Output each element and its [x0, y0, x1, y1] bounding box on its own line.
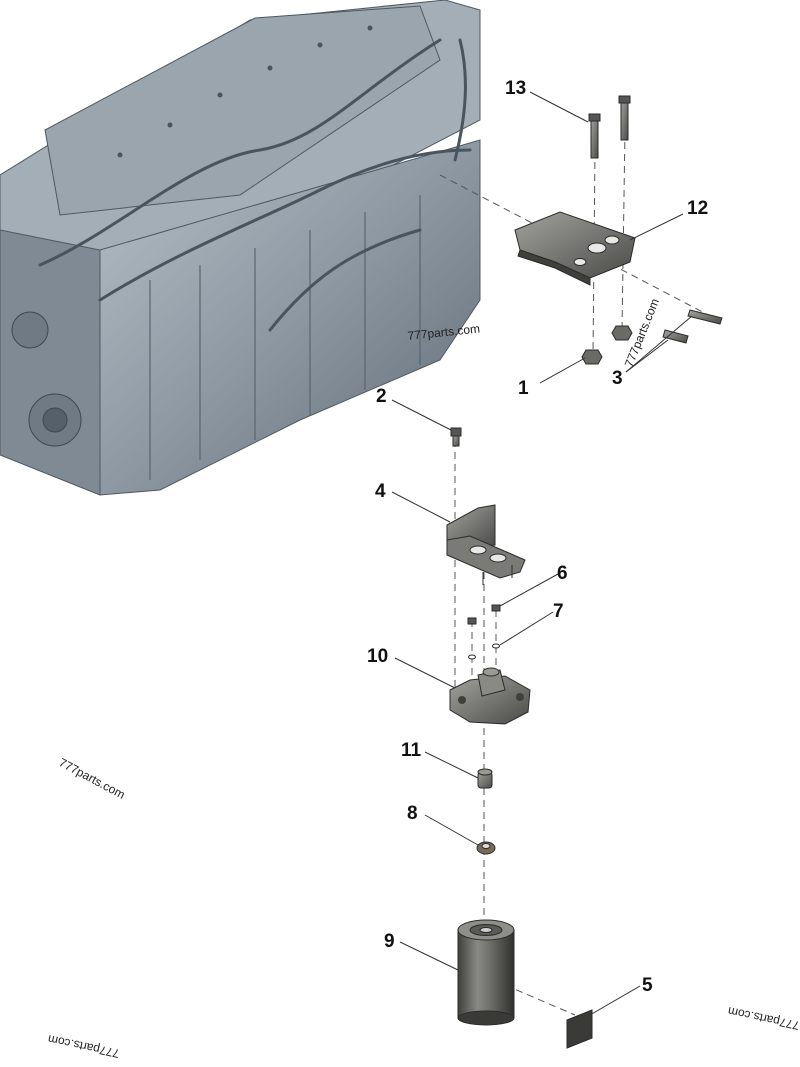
- callout-3: 3: [612, 368, 623, 389]
- part-9-filter: [457, 919, 515, 1026]
- part-3-bolts: [662, 309, 723, 344]
- part-2-bolt: [450, 427, 462, 447]
- callout-8: 8: [407, 803, 418, 824]
- part-1-nuts: [581, 325, 633, 365]
- callout-5: 5: [642, 975, 653, 996]
- part-11-nipple: [477, 768, 493, 789]
- watermark: 777parts.com: [47, 1032, 121, 1061]
- engine-block: [0, 0, 481, 496]
- callout-7: 7: [553, 601, 564, 622]
- part-7-washers: [468, 643, 500, 660]
- callout-6: 6: [557, 563, 568, 584]
- callout-11: 11: [401, 740, 422, 761]
- part-6-screws: [467, 604, 501, 625]
- watermark: 777parts.com: [57, 755, 128, 801]
- callout-labels: 13 12 1 3 2 4 6 7 10 11 8 9 5: [367, 78, 708, 996]
- part-4-mounting-bracket: [446, 504, 526, 585]
- leader-lines: [391, 91, 693, 1016]
- callout-9: 9: [384, 931, 395, 952]
- watermark: 777parts.com: [727, 1004, 800, 1033]
- part-13-studs: [588, 95, 631, 159]
- callout-1: 1: [518, 378, 529, 399]
- callout-10: 10: [367, 646, 388, 667]
- callout-2: 2: [376, 386, 387, 407]
- part-5-label: [566, 1009, 593, 1049]
- callout-13: 13: [505, 78, 526, 99]
- callout-4: 4: [375, 481, 386, 502]
- part-10-filter-head: [449, 667, 531, 725]
- part-12-upper-bracket: [514, 211, 636, 286]
- callout-12: 12: [687, 198, 708, 219]
- part-8-seal: [476, 841, 496, 855]
